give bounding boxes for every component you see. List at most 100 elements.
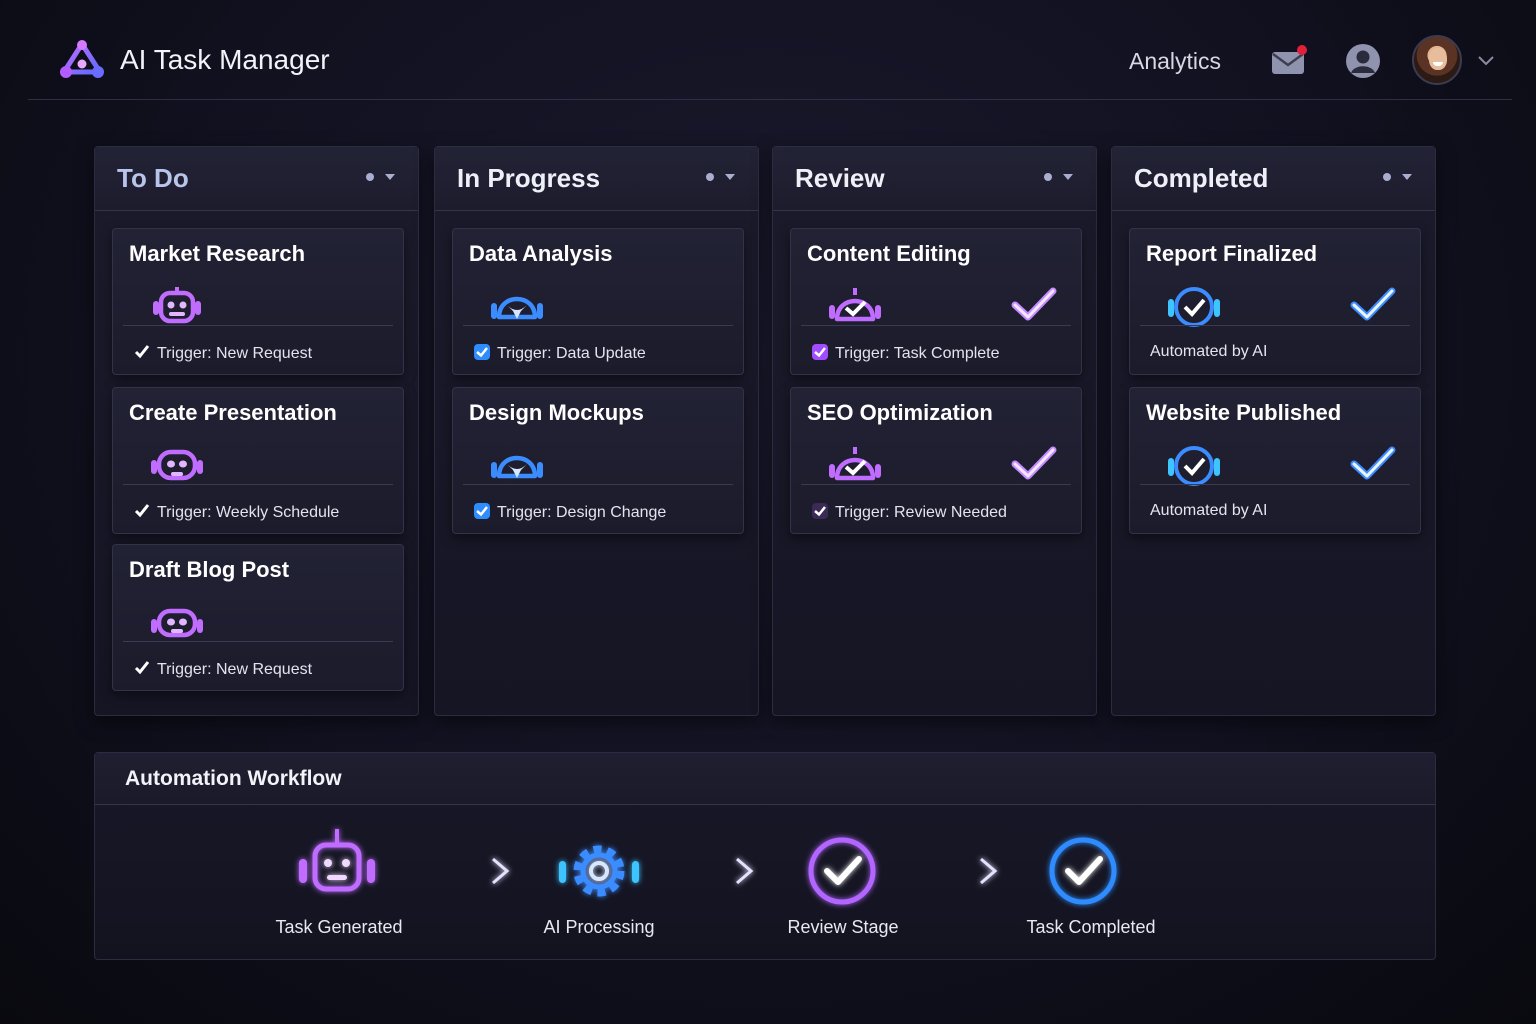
card-divider xyxy=(123,325,393,326)
column-menu-dot-icon[interactable] xyxy=(706,173,714,181)
task-card-content-editing[interactable]: Content Editing Trigger: Task Complete xyxy=(790,228,1082,375)
review-bot-icon xyxy=(829,447,881,481)
task-card-seo-optimization[interactable]: SEO Optimization Trigger: Review Needed xyxy=(790,387,1082,534)
task-trigger: Trigger: Data Update xyxy=(473,343,646,363)
workflow-header: Automation Workflow xyxy=(95,753,1435,805)
workflow-step-review-stage[interactable] xyxy=(795,833,891,921)
app-header: AI Task Manager Analytics xyxy=(28,22,1512,100)
column-title: In Progress xyxy=(457,163,601,193)
chevron-down-icon[interactable] xyxy=(1399,169,1415,185)
checkbox-checked-icon xyxy=(134,661,150,675)
task-card-draft-blog-post[interactable]: Draft Blog Post Trigger: New Request xyxy=(112,544,404,691)
avatar[interactable] xyxy=(1412,35,1462,85)
task-title: Website Published xyxy=(1146,400,1342,425)
card-divider xyxy=(801,325,1071,326)
task-trigger: Trigger: New Request xyxy=(133,659,312,679)
card-divider xyxy=(1140,325,1410,326)
app-title: AI Task Manager xyxy=(120,44,330,75)
task-title: Design Mockups xyxy=(469,400,644,425)
mail-icon[interactable] xyxy=(1270,44,1308,78)
column-header: To Do xyxy=(95,147,418,211)
arrow-right-icon xyxy=(980,857,998,885)
chevron-down-icon[interactable] xyxy=(722,169,738,185)
checkbox-checked-icon xyxy=(474,503,490,519)
workflow-step-label: AI Processing xyxy=(543,917,655,937)
trigger-value: Automated by AI xyxy=(1150,502,1268,519)
card-divider xyxy=(463,325,733,326)
task-card-market-research[interactable]: Market Research Trigger: New Request xyxy=(112,228,404,375)
task-trigger: Trigger: Task Complete xyxy=(811,343,1000,363)
workflow-diagram xyxy=(175,829,1315,905)
checkbox-checked-icon xyxy=(812,503,828,519)
task-title: Draft Blog Post xyxy=(129,557,290,582)
task-trigger: Trigger: Weekly Schedule xyxy=(133,502,339,522)
task-trigger: Trigger: Design Change xyxy=(473,502,666,522)
workflow-step-ai-processing[interactable] xyxy=(551,833,647,921)
check-icon xyxy=(1011,287,1057,321)
trigger-value: Design Change xyxy=(555,504,667,521)
task-trigger: Trigger: Review Needed xyxy=(811,502,1007,522)
card-divider xyxy=(123,484,393,485)
check-icon xyxy=(1350,446,1396,480)
task-card-design-mockups[interactable]: Design Mockups Trigger: Design Change xyxy=(452,387,744,534)
trigger-prefix: Trigger: xyxy=(157,661,212,678)
trigger-value: Data Update xyxy=(555,345,646,362)
column-header: In Progress xyxy=(435,147,758,211)
workflow-step-label: Review Stage xyxy=(787,917,899,937)
task-title: Report Finalized xyxy=(1146,241,1318,266)
task-automation-note: Automated by AI xyxy=(1150,343,1267,361)
workflow-step-label: Task Completed xyxy=(1026,917,1156,937)
task-title: Content Editing xyxy=(807,241,971,266)
task-card-data-analysis[interactable]: Data Analysis Trigger: Data Update xyxy=(452,228,744,375)
column-menu-dot-icon[interactable] xyxy=(1383,173,1391,181)
trigger-prefix: Trigger: xyxy=(835,504,890,521)
column-in-progress: In Progress Data Analysis Trigger: Data … xyxy=(434,146,759,716)
column-menu-dot-icon[interactable] xyxy=(1044,173,1052,181)
chevron-down-icon[interactable] xyxy=(1476,50,1496,70)
review-bot-icon xyxy=(829,288,881,322)
trigger-value: New Request xyxy=(215,661,313,678)
task-title: SEO Optimization xyxy=(807,400,993,425)
task-card-website-published[interactable]: Website Published Automated by AI xyxy=(1129,387,1421,534)
nav-analytics-link[interactable]: Analytics xyxy=(1129,48,1222,74)
column-title: Completed xyxy=(1134,163,1269,193)
workflow-step-task-generated[interactable] xyxy=(291,833,387,921)
card-divider xyxy=(123,641,393,642)
trigger-value: New Request xyxy=(215,345,313,362)
trigger-value: Review Needed xyxy=(893,504,1007,521)
column-title: To Do xyxy=(117,163,189,193)
task-card-create-presentation[interactable]: Create Presentation Trigger: Weekly Sche… xyxy=(112,387,404,534)
trigger-prefix: Trigger: xyxy=(497,345,552,362)
robot-icon xyxy=(151,449,203,481)
automation-workflow-panel: Automation Workflow xyxy=(94,752,1436,960)
user-icon[interactable] xyxy=(1344,42,1382,80)
robot-icon xyxy=(151,608,203,638)
checkbox-checked-icon xyxy=(812,344,828,360)
check-circle-icon xyxy=(1049,837,1117,905)
workflow-step-label: Task Generated xyxy=(275,917,403,937)
ai-logo-icon[interactable] xyxy=(58,40,106,80)
chevron-down-icon[interactable] xyxy=(382,169,398,185)
chevron-down-icon[interactable] xyxy=(1060,169,1076,185)
column-todo: To Do Market Research Trigger: New Reque… xyxy=(94,146,419,716)
arrow-right-icon xyxy=(492,857,510,885)
checkbox-checked-icon xyxy=(134,504,150,518)
card-divider xyxy=(463,484,733,485)
trigger-value: Automated by AI xyxy=(1150,343,1268,360)
workflow-step-task-completed[interactable] xyxy=(1035,833,1131,921)
avatar-smile xyxy=(1433,62,1443,66)
check-circle-icon xyxy=(808,837,876,905)
task-title: Market Research xyxy=(129,241,306,266)
task-title: Create Presentation xyxy=(129,400,337,425)
task-trigger: Trigger: New Request xyxy=(133,343,312,363)
check-icon xyxy=(1011,446,1057,480)
card-divider xyxy=(801,484,1071,485)
trigger-prefix: Trigger: xyxy=(835,345,890,362)
arrow-right-icon xyxy=(736,857,754,885)
workflow-title: Automation Workflow xyxy=(125,767,342,790)
column-menu-dot-icon[interactable] xyxy=(366,173,374,181)
task-title: Data Analysis xyxy=(469,241,613,266)
trigger-value: Task Complete xyxy=(893,345,1000,362)
checkbox-checked-icon xyxy=(474,344,490,360)
task-card-report-finalized[interactable]: Report Finalized Automated by AI xyxy=(1129,228,1421,375)
